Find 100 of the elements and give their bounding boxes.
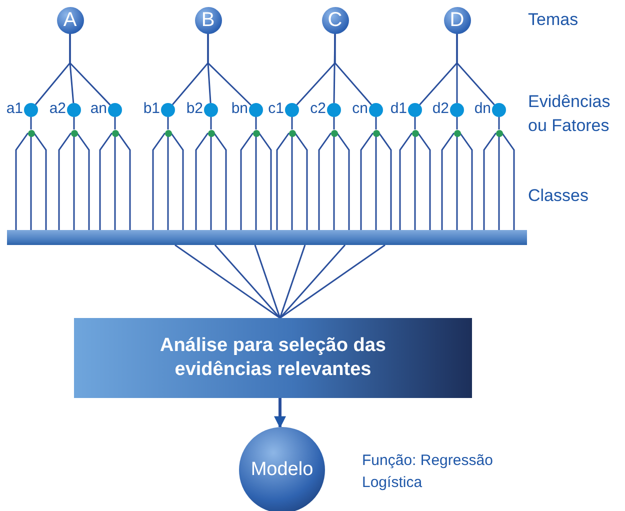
junction-dot: [288, 130, 296, 136]
evidence-label: a1: [6, 100, 23, 117]
model-label: Modelo: [250, 459, 314, 481]
connector-line: [279, 244, 306, 318]
evidence-dot: [204, 103, 218, 117]
connector-line: [291, 136, 293, 230]
evidence-dot: [492, 103, 506, 117]
connector-line: [170, 132, 184, 230]
connector-line: [213, 132, 227, 230]
connector-line: [456, 136, 458, 230]
connector-line: [501, 132, 515, 230]
connector-line: [117, 132, 131, 230]
connector-line: [15, 132, 29, 230]
analysis-text: Análise para seleção das evidências relevantes: [158, 334, 387, 382]
connector-line: [214, 244, 281, 318]
connector-line: [280, 244, 386, 319]
junction-dot: [412, 130, 418, 136]
connector-line: [378, 132, 392, 230]
evidence-label: an: [90, 100, 107, 117]
connector-line: [414, 117, 416, 130]
connector-line: [258, 132, 272, 230]
connector-line: [33, 132, 47, 230]
connector-line: [336, 132, 350, 230]
theme-letter: D: [450, 8, 464, 32]
connector-line: [152, 132, 166, 230]
evidence-label: c2: [310, 100, 326, 117]
evidence-dot: [369, 103, 383, 117]
junction-dot: [372, 130, 380, 136]
evidence-label: bn: [231, 100, 248, 117]
evidence-dot: [108, 103, 122, 117]
connector-line: [69, 34, 111, 106]
theme-circle: [322, 6, 348, 34]
connector-line: [174, 244, 280, 319]
theme-letter: C: [328, 8, 342, 32]
evidence-dot: [450, 103, 464, 117]
connector-line: [255, 136, 257, 230]
evidence-label: d2: [432, 100, 449, 117]
connector-line: [255, 117, 257, 130]
connector-line: [318, 132, 332, 230]
arrow: [274, 398, 286, 428]
connector-line: [195, 132, 209, 230]
junction-dot: [164, 130, 172, 136]
connector-line: [459, 132, 473, 230]
connector-line: [210, 117, 212, 130]
connector-line: [58, 132, 72, 230]
evidence-label: b1: [143, 100, 160, 117]
connector-line: [30, 117, 32, 130]
axis-label: Classes: [528, 185, 588, 207]
evidence-label: c1: [268, 100, 284, 117]
theme-circle: [56, 6, 84, 34]
junction-dot: [252, 130, 260, 136]
axis-label: Temas: [528, 9, 578, 31]
connector-line: [399, 132, 413, 230]
connector-line: [414, 136, 416, 230]
junction-dot: [496, 130, 502, 136]
junction-dot: [208, 130, 214, 136]
note-text: Função: Regressão Logística: [362, 451, 494, 493]
evidence-dot: [285, 103, 299, 117]
connector-line: [456, 34, 495, 106]
connector-line: [210, 136, 212, 230]
evidence-dot: [327, 103, 341, 117]
connector-line: [333, 117, 335, 130]
connector-line: [441, 132, 455, 230]
theme-circle: [194, 6, 222, 34]
connector-line: [276, 132, 290, 230]
connector-line: [498, 117, 500, 130]
connector-line: [483, 132, 497, 230]
junction-dot: [28, 130, 34, 136]
junction-dot: [112, 130, 118, 136]
classes-bar: [7, 230, 527, 245]
connector-line: [99, 132, 113, 230]
evidence-label: dn: [474, 100, 491, 117]
connector-line: [294, 132, 308, 230]
evidence-dot: [249, 103, 263, 117]
connector-line: [279, 244, 346, 318]
connector-line: [167, 136, 169, 230]
analysis-box: [74, 318, 472, 398]
theme-circle: [444, 6, 470, 34]
connector-line: [30, 136, 32, 230]
connector-line: [417, 132, 431, 230]
evidence-label: cn: [352, 100, 368, 117]
junction-dot: [70, 130, 78, 136]
axis-label: Evidências ou Fatores: [528, 91, 612, 137]
theme-letter: B: [201, 8, 215, 32]
connector-line: [333, 136, 335, 230]
connector-line: [73, 136, 75, 230]
connector-line: [498, 136, 500, 230]
evidence-label: d1: [390, 100, 407, 117]
connector-line: [207, 34, 252, 106]
connector-line: [333, 33, 336, 104]
junction-dot: [454, 130, 460, 136]
connector-line: [456, 117, 458, 130]
junction-dot: [330, 130, 338, 136]
evidence-dot: [67, 103, 81, 117]
evidence-dot: [161, 103, 175, 117]
evidence-label: b2: [186, 100, 203, 117]
connector-line: [375, 136, 377, 230]
connector-line: [114, 136, 116, 230]
connector-line: [375, 117, 377, 130]
evidence-dot: [24, 103, 38, 117]
